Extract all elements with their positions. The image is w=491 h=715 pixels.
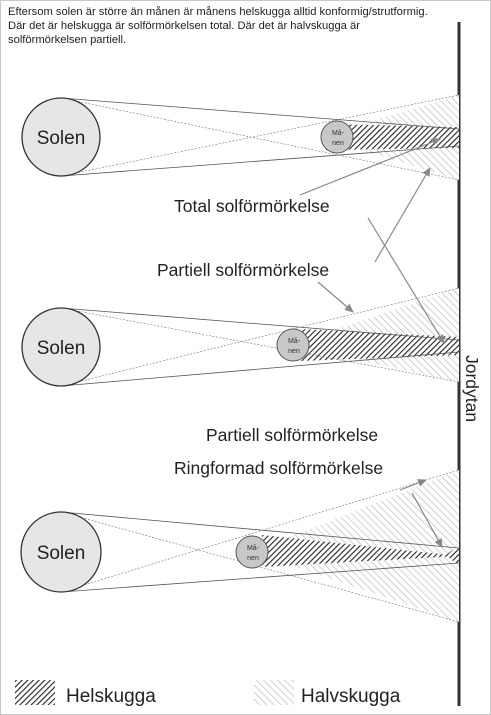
arrow-total-2: [367, 217, 445, 344]
umbra-region: [262, 535, 459, 567]
sun-label: Solen: [37, 543, 86, 564]
scene-annular-eclipse: Solen Må- nen: [20, 469, 460, 623]
earth-label: Jordytan: [462, 355, 482, 422]
moon-label-top: Må-: [288, 337, 301, 345]
legend-penumbra-swatch: [254, 680, 294, 705]
moon-label-top: Må-: [332, 129, 345, 137]
arrow-total-1: [299, 138, 441, 196]
moon-label-top: Må-: [247, 544, 260, 552]
legend-umbra-swatch: [15, 680, 55, 705]
moon-label-bottom: nen: [288, 348, 300, 355]
sun-circle: [21, 307, 101, 387]
legend-penumbra-label: Halvskugga: [301, 686, 401, 707]
label-annular-eclipse: Ringformad solförmörkelse: [174, 458, 383, 478]
legend-umbra-label: Helskugga: [66, 686, 156, 707]
sun-circle: [20, 511, 102, 593]
scene-total-eclipse: Solen Må- nen: [21, 94, 460, 181]
arrow-partial-3: [399, 479, 427, 491]
antumbra-region: [446, 545, 459, 566]
moon-circle: [235, 535, 269, 569]
arrow-partial-2: [317, 281, 354, 313]
moon-circle: [276, 328, 310, 362]
arrow-annular: [411, 492, 443, 548]
legend: Helskugga Halvskugga: [15, 680, 401, 707]
label-partial-eclipse-2: Partiell solförmörkelse: [206, 425, 378, 445]
intro-text: Eftersom solen är större än månen är mån…: [8, 6, 428, 46]
callout-arrows: [299, 138, 445, 548]
sun-circle: [21, 97, 101, 177]
scene-partial-eclipse: Solen Må- nen: [21, 287, 460, 387]
label-total-eclipse: Total solförmörkelse: [174, 196, 330, 216]
moon-label-bottom: nen: [247, 555, 259, 562]
sun-label: Solen: [37, 338, 86, 359]
moon-circle: [320, 120, 354, 154]
moon-label-bottom: nen: [332, 140, 344, 147]
arrow-partial-1: [374, 167, 431, 263]
sun-label: Solen: [37, 128, 86, 149]
label-partial-eclipse-1: Partiell solförmörkelse: [157, 260, 329, 280]
umbra-region: [326, 124, 459, 150]
